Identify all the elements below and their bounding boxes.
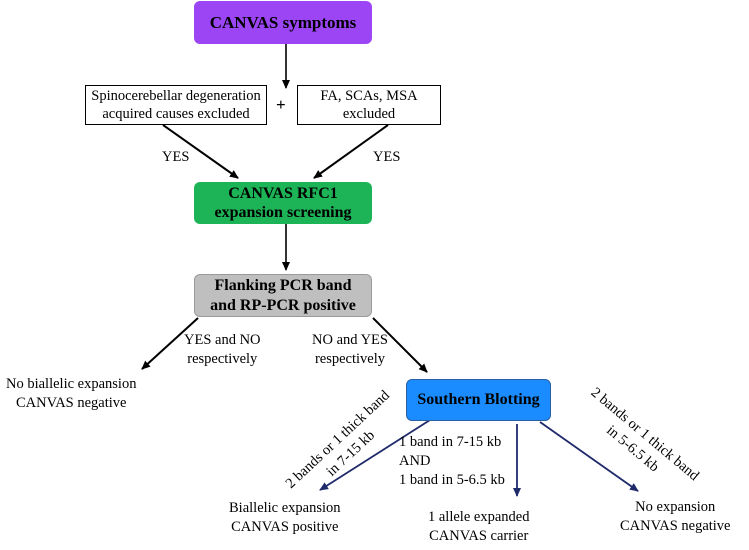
spinocerebellar-criteria-box: Spinocerebellar degeneration acquired ca… — [85, 85, 267, 125]
fa-scas-msa-box: FA, SCAs, MSA excluded — [297, 85, 441, 125]
no-and-yes-line2: respectively — [314, 350, 386, 367]
no-biallelic-line1: No biallelic expansion — [6, 376, 137, 392]
biallelic-outcome: Biallelic expansion CANVAS positive — [229, 499, 341, 537]
canvas-symptoms-label: CANVAS symptoms — [209, 12, 357, 32]
biallelic-line1: Biallelic expansion — [229, 500, 341, 516]
rfc1-screening-line2: expansion screening — [214, 204, 352, 221]
flanking-pcr-box: Flanking PCR band and RP-PCR positive — [194, 274, 372, 317]
carrier-line1: 1 allele expanded — [428, 509, 530, 525]
no-and-yes-label: NO and YES respectively — [312, 331, 388, 369]
carrier-outcome: 1 allele expanded CANVAS carrier — [428, 508, 529, 546]
no-expansion-line1: No expansion — [635, 499, 716, 515]
fa-scas-msa-line2: excluded — [342, 106, 396, 122]
carrier-line2: CANVAS carrier — [429, 527, 529, 544]
yes-and-no-line2: respectively — [187, 350, 258, 367]
yes-label-left: YES — [162, 149, 190, 165]
rfc1-screening-box: CANVAS RFC1 expansion screening — [194, 182, 372, 224]
no-expansion-line2: CANVAS negative — [620, 517, 731, 534]
canvas-symptoms-box: CANVAS symptoms — [194, 1, 372, 44]
arrow-fa-to-screening — [313, 124, 389, 179]
arrow-pcr-to-southern — [372, 317, 428, 373]
plus-sign: + — [276, 95, 286, 114]
flanking-pcr-line2: and RP-PCR positive — [210, 296, 356, 314]
flanking-pcr-line1: Flanking PCR band — [214, 277, 352, 295]
biallelic-line2: CANVAS positive — [231, 518, 339, 535]
arrow-southern-to-biallelic — [319, 419, 431, 491]
carrier-criteria-line1: 1 band in 7-15 kb — [399, 434, 502, 450]
yes-and-no-label: YES and NO respectively — [184, 331, 261, 369]
carrier-criteria-line2: AND — [399, 452, 431, 469]
yes-label-right: YES — [373, 149, 401, 165]
rfc1-screening-line1: CANVAS RFC1 — [228, 184, 338, 202]
arrow-spino-to-screening — [162, 124, 239, 179]
arrow-southern-to-no-expansion — [539, 421, 639, 492]
no-biallelic-outcome: No biallelic expansion CANVAS negative — [6, 375, 136, 413]
southern-blotting-label: Southern Blotting — [417, 391, 540, 408]
arrow-pcr-to-negative — [141, 317, 199, 370]
carrier-criteria-label: 1 band in 7-15 kb AND 1 band in 5-6.5 kb — [399, 433, 505, 490]
fa-scas-msa-line1: FA, SCAs, MSA — [320, 87, 418, 104]
no-expansion-outcome: No expansion CANVAS negative — [620, 498, 731, 536]
no-and-yes-line1: NO and YES — [312, 332, 388, 348]
spinocerebellar-line1: Spinocerebellar degeneration — [91, 87, 261, 104]
carrier-criteria-line3: 1 band in 5-6.5 kb — [399, 471, 505, 488]
no-biallelic-line2: CANVAS negative — [15, 394, 127, 411]
spinocerebellar-line2: acquired causes excluded — [102, 106, 250, 122]
yes-and-no-line1: YES and NO — [184, 332, 261, 348]
southern-blotting-box: Southern Blotting — [406, 379, 551, 421]
